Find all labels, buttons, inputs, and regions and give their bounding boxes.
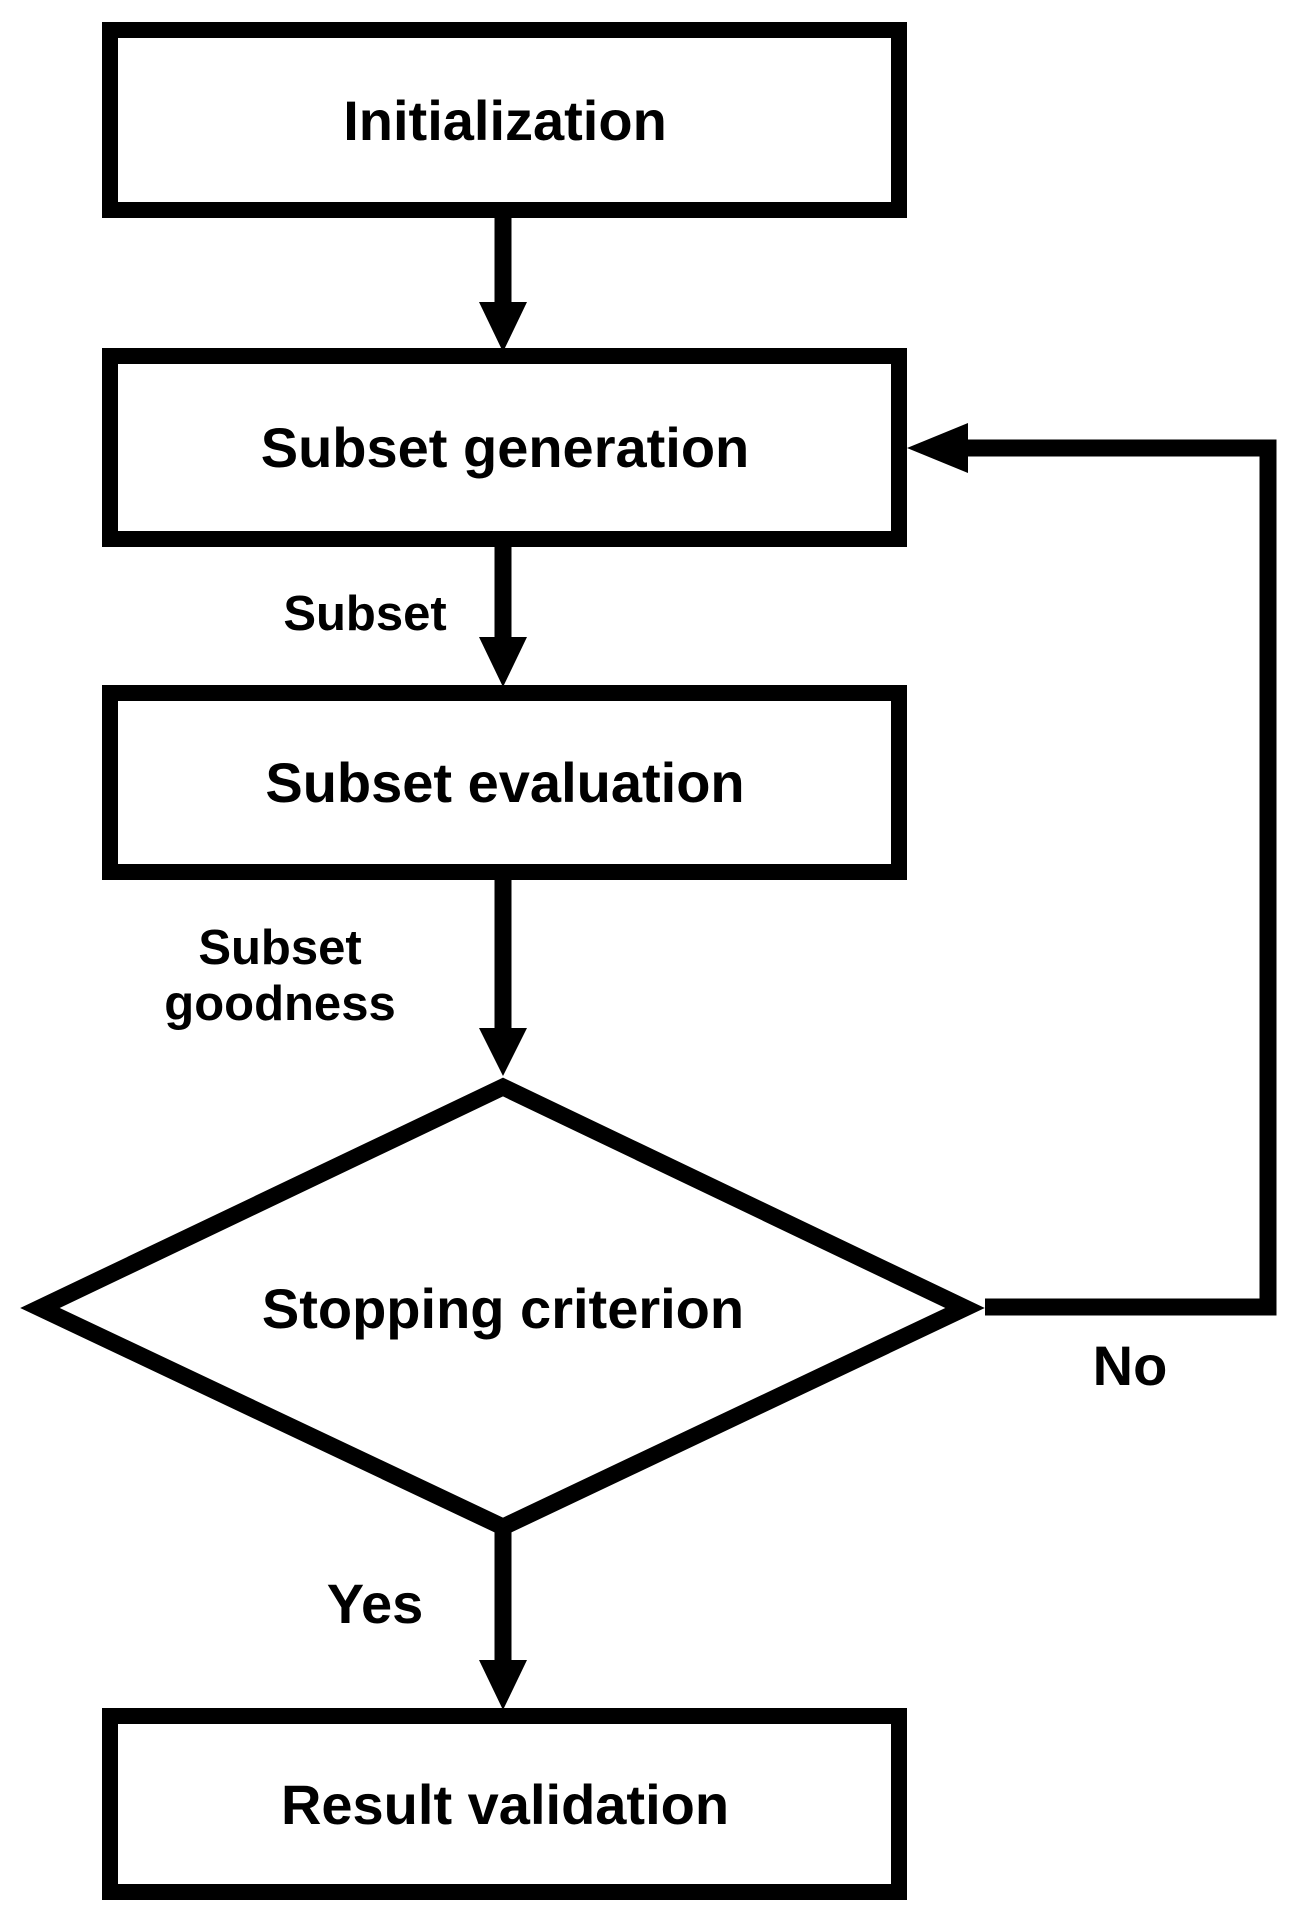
node-subset-generation-label: Subset generation xyxy=(261,416,750,479)
edge-label-yes: Yes xyxy=(327,1572,424,1635)
edge-label-no: No xyxy=(1093,1334,1168,1397)
edge-no-loop-arrowhead xyxy=(907,423,968,473)
node-stopping-criterion-diamond xyxy=(20,1077,985,1537)
edge-label-subset-goodness-line1: Subset xyxy=(198,921,361,975)
node-result-validation-box xyxy=(102,1708,907,1900)
node-subset-evaluation-box xyxy=(102,685,907,880)
node-subset-generation-box xyxy=(102,348,907,547)
edge-initialization-to-subset-generation-arrowhead xyxy=(479,302,527,352)
edge-no-loop-line xyxy=(964,439,1277,1316)
edge-subset-generation-to-subset-evaluation-arrowhead xyxy=(479,637,527,687)
edge-yes-arrowhead xyxy=(479,1660,527,1710)
edge-label-subset-goodness-line2: goodness xyxy=(164,977,395,1031)
edge-subset-evaluation-to-stopping-criterion-arrowhead xyxy=(479,1028,527,1076)
node-result-validation-label: Result validation xyxy=(281,1773,729,1836)
node-stopping-criterion-label: Stopping criterion xyxy=(262,1277,744,1340)
node-subset-evaluation-label: Subset evaluation xyxy=(265,751,744,814)
node-initialization-label: Initialization xyxy=(343,89,667,152)
node-initialization-box xyxy=(102,22,907,218)
edge-label-subset: Subset xyxy=(283,587,446,641)
